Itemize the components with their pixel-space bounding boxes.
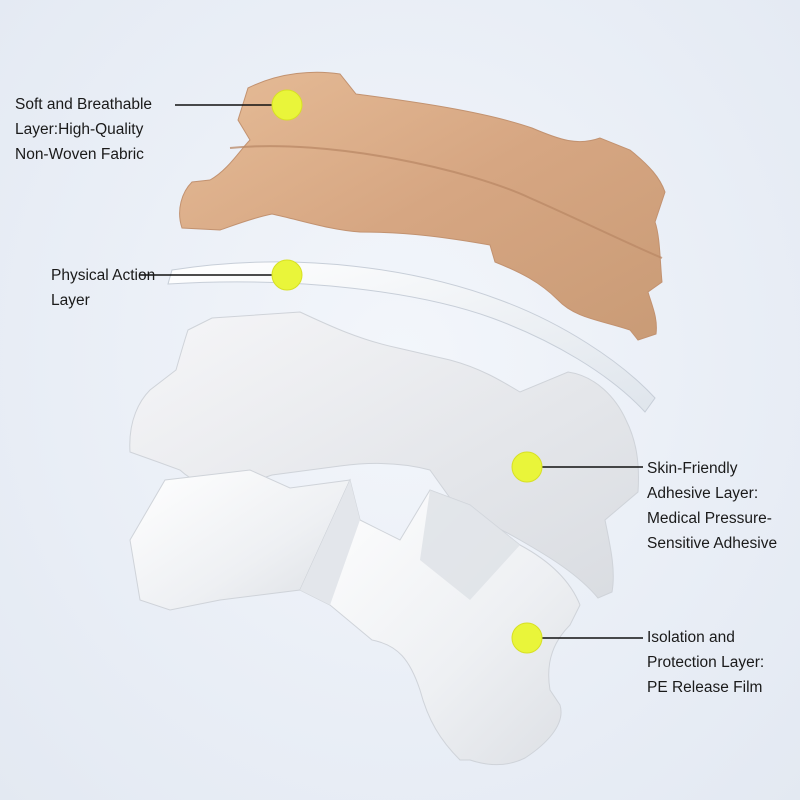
- callout-line: PE Release Film: [647, 679, 763, 696]
- adhesive-layer-shape: [129, 311, 639, 599]
- physical-action-layer-shape: [167, 261, 656, 413]
- callout-line: Isolation and: [647, 629, 735, 646]
- callout-line: Physical Action: [51, 267, 156, 284]
- callout-physical-action-layer: Physical Action Layer: [51, 263, 155, 313]
- callout-line: Protection Layer:: [647, 654, 765, 671]
- callout-fabric-layer: Soft and Breathable Layer:High-Quality N…: [15, 92, 152, 167]
- callout-line: Non-Woven Fabric: [15, 146, 144, 163]
- callout-line: Layer:High-Quality: [15, 121, 144, 138]
- fabric-layer-shape: [179, 71, 666, 341]
- leader-lines: [140, 104, 643, 639]
- callout-release-film-layer: Isolation and Protection Layer: PE Relea…: [647, 625, 764, 700]
- callout-line: Medical Pressure-: [647, 510, 772, 527]
- callout-line: Adhesive Layer:: [647, 485, 759, 502]
- marker-dot-fabric: [271, 89, 303, 121]
- markers: [271, 89, 543, 654]
- callout-line: Skin-Friendly: [647, 460, 738, 477]
- marker-dot-physical: [271, 259, 303, 291]
- callout-adhesive-layer: Skin-Friendly Adhesive Layer: Medical Pr…: [647, 456, 777, 556]
- marker-dot-adhesive: [511, 451, 543, 483]
- release-film-layer-shape: [129, 469, 581, 766]
- callout-line: Layer: [51, 292, 90, 309]
- callout-line: Sensitive Adhesive: [647, 535, 778, 552]
- callout-line: Soft and Breathable: [15, 96, 153, 113]
- marker-dot-film: [511, 622, 543, 654]
